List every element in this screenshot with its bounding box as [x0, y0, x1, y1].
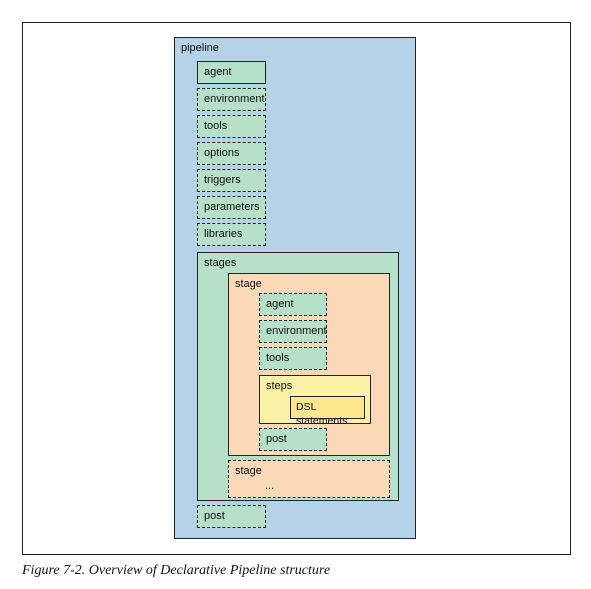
stage-agent-label: agent — [266, 298, 294, 310]
pipeline-parameters-label: parameters — [204, 201, 260, 213]
pipeline-agent: agent — [197, 61, 266, 84]
pipeline-agent-label: agent — [204, 66, 232, 78]
pipeline-post-label: post — [204, 510, 225, 522]
pipeline-options: options — [197, 142, 266, 165]
pipeline-triggers: triggers — [197, 169, 266, 192]
steps-label: steps — [266, 380, 293, 392]
pipeline-libraries: libraries — [197, 223, 266, 246]
figure-caption: Figure 7-2. Overview of Declarative Pipe… — [22, 563, 331, 578]
stage-block-2: stage — [228, 460, 390, 498]
pipeline-tools: tools — [197, 115, 266, 138]
pipeline-parameters: parameters — [197, 196, 266, 219]
pipeline-label: pipeline — [181, 42, 219, 54]
pipeline-tools-label: tools — [204, 120, 228, 132]
pipeline-options-label: options — [204, 147, 240, 159]
dsl-statements-label: DSL statements — [296, 401, 348, 427]
pipeline-libraries-label: libraries — [204, 228, 243, 240]
pipeline-environment: environment — [197, 88, 266, 111]
stage-environment: environment — [259, 320, 327, 343]
stage-tools-label: tools — [266, 352, 290, 364]
pipeline-post: post — [197, 505, 266, 528]
stage-environment-label: environment — [266, 325, 327, 337]
stage-post: post — [259, 428, 327, 451]
pipeline-triggers-label: triggers — [204, 174, 241, 186]
stage-tools: tools — [259, 347, 327, 370]
stage-agent: agent — [259, 293, 327, 316]
stage-2-ellipsis: ... — [265, 480, 275, 492]
stages-label: stages — [204, 257, 237, 269]
stage-2-label: stage — [235, 465, 262, 477]
stage-label: stage — [235, 278, 262, 290]
pipeline-environment-label: environment — [204, 93, 265, 105]
dsl-statements-block: DSL statements — [290, 396, 365, 427]
stage-post-label: post — [266, 433, 287, 445]
